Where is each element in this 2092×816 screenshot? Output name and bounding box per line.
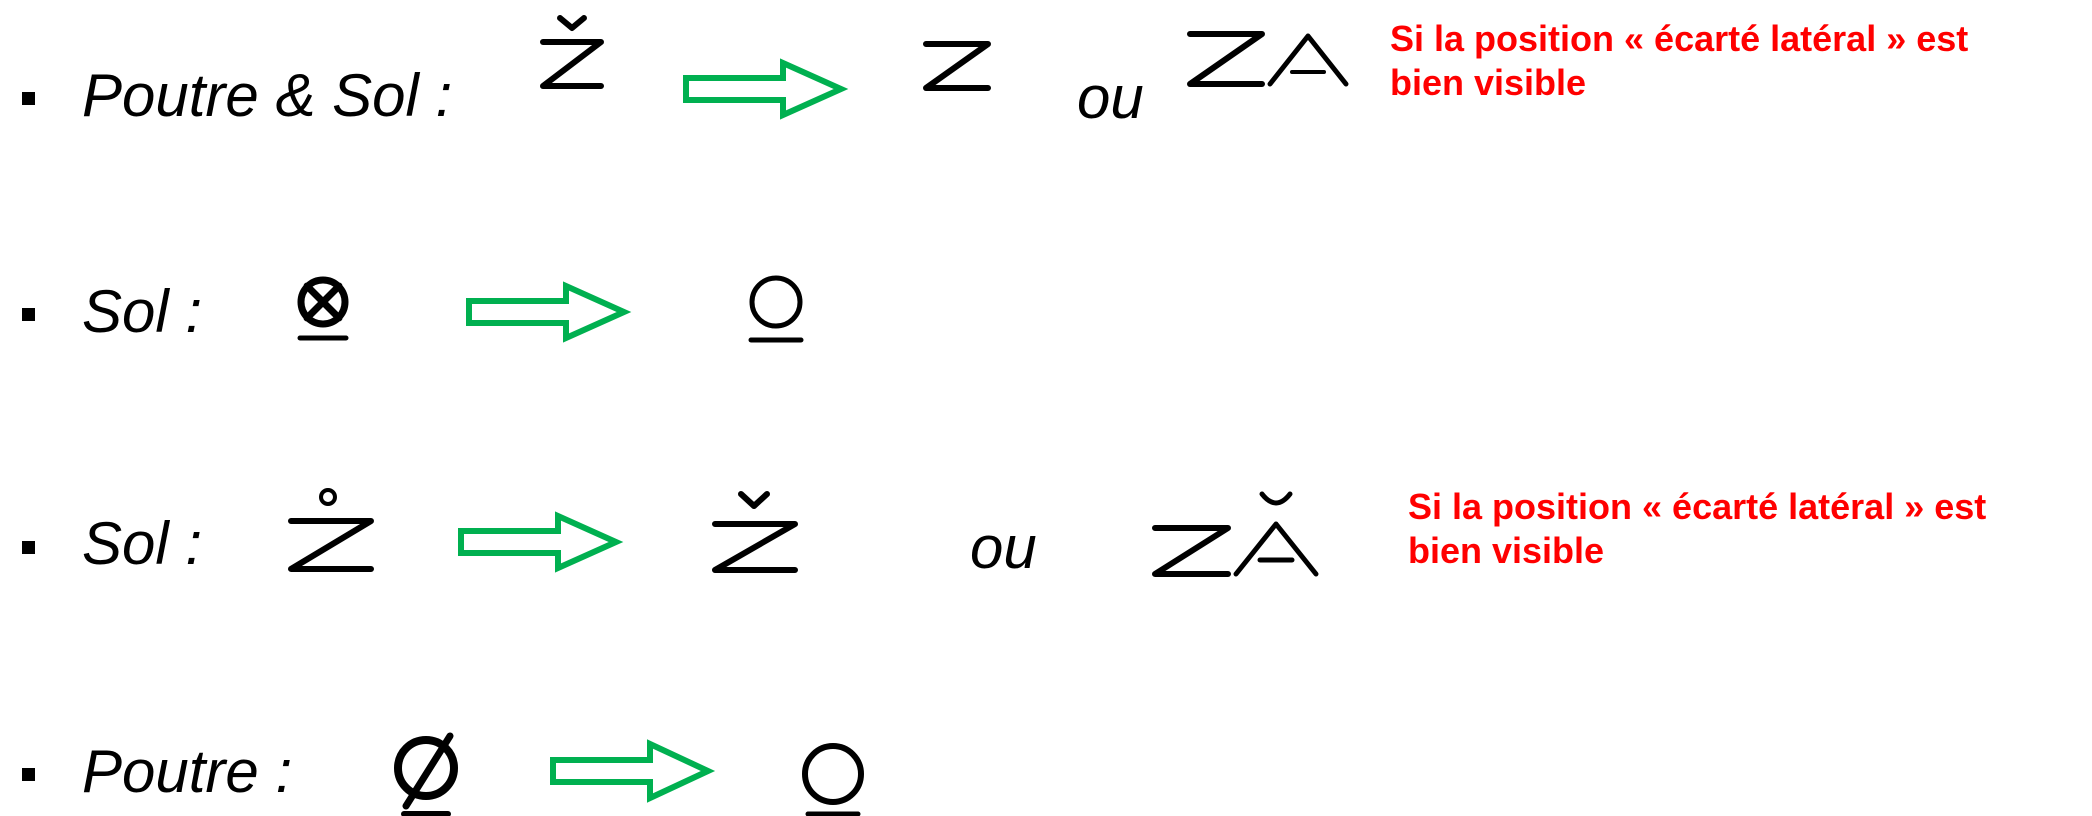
bullet-icon (22, 768, 35, 781)
bullet-icon (22, 308, 35, 321)
right-double-arrow-icon (550, 739, 716, 803)
za-breve-symbol-icon (1152, 491, 1319, 577)
row-3-label: Sol : (82, 510, 203, 577)
crossed-circle-underlined-symbol-icon (297, 276, 349, 341)
z-caron-symbol-icon (540, 15, 604, 89)
row-1-label: Poutre & Sol : (82, 62, 453, 129)
right-double-arrow-icon (458, 511, 624, 573)
z-ring-symbol-icon (288, 488, 374, 572)
row-4-label: Poutre : (82, 738, 293, 805)
right-double-arrow-icon (683, 58, 849, 120)
bullet-icon (22, 92, 35, 105)
row-3-note: Si la position « écarté latéral » est bi… (1408, 486, 1987, 571)
z-symbol-icon (923, 41, 991, 91)
row-1-note: Si la position « écarté latéral » est bi… (1390, 18, 1969, 103)
ou-text: ou (1077, 64, 1144, 131)
right-double-arrow-icon (466, 281, 632, 343)
slashed-circle-underlined-symbol-icon (394, 732, 458, 816)
circle-underlined-symbol-icon (802, 743, 864, 816)
row-2-label: Sol : (82, 278, 203, 345)
circle-underlined-symbol-icon (748, 275, 804, 343)
bullet-icon (22, 541, 35, 554)
za-symbol-icon (1187, 31, 1349, 87)
z-caron-symbol-icon (712, 491, 798, 573)
ou-text: ou (970, 514, 1037, 581)
